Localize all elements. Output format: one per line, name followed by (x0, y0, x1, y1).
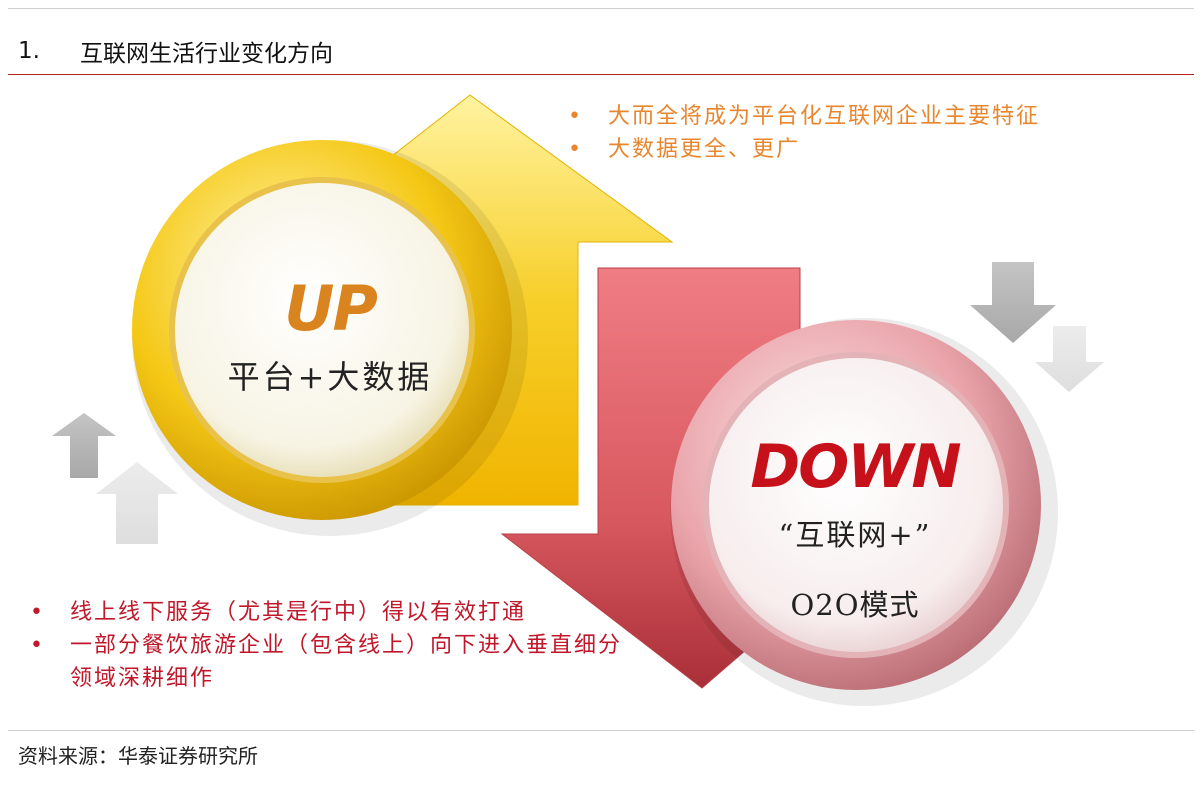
list-item-text: 线上线下服务（尤其是行中）得以有效打通 (70, 600, 527, 625)
list-item-text: 一部分餐饮旅游企业（包含线上）向下进入垂直细分领域深耕细作 (70, 633, 623, 691)
down-label: DOWN (750, 432, 961, 502)
down-bullet-list: • 线上线下服务（尤其是行中）得以有效打通 • 一部分餐饮旅游企业（包含线上）向… (30, 596, 630, 695)
source-note: 资料来源：华泰证券研究所 (18, 744, 258, 768)
list-item-text: 大而全将成为平台化互联网企业主要特征 (608, 104, 1041, 129)
down-circle-inner (703, 352, 1009, 658)
list-item-text: 大数据更全、更广 (608, 137, 801, 162)
up-bullet-list: • 大而全将成为平台化互联网企业主要特征 • 大数据更全、更广 (568, 100, 1040, 166)
down-subtitle-o2o: O2O模式 (790, 588, 920, 622)
up-subtitle: 平台+大数据 (227, 358, 433, 396)
top-divider (8, 8, 1194, 9)
grey-down-arrow-icon-1 (970, 262, 1056, 343)
grey-down-arrow-icon-2 (1035, 326, 1104, 392)
section-title: 1. 互联网生活行业变化方向 (18, 34, 333, 68)
section-number: 1. (18, 38, 40, 64)
list-item: • 线上线下服务（尤其是行中）得以有效打通 (30, 596, 630, 629)
up-circle-inner (169, 177, 475, 483)
up-down-diagram (52, 94, 1104, 706)
down-subtitle-internet-plus: “互联网+” (778, 518, 932, 552)
bullet-dot-icon: • (568, 104, 583, 129)
bullet-dot-icon: • (568, 137, 583, 162)
grey-up-arrow-icon-2 (96, 462, 178, 544)
title-underline (8, 74, 1194, 75)
list-item: • 大而全将成为平台化互联网企业主要特征 (568, 100, 1040, 133)
bullet-dot-icon: • (30, 633, 45, 658)
up-label: UP (284, 272, 378, 345)
grey-up-arrow-icon-1 (52, 413, 116, 478)
bullet-dot-icon: • (30, 600, 45, 625)
list-item: • 一部分餐饮旅游企业（包含线上）向下进入垂直细分领域深耕细作 (30, 629, 630, 695)
list-item: • 大数据更全、更广 (568, 133, 1040, 166)
bottom-divider (8, 730, 1194, 731)
section-title-text: 互联网生活行业变化方向 (80, 41, 333, 67)
